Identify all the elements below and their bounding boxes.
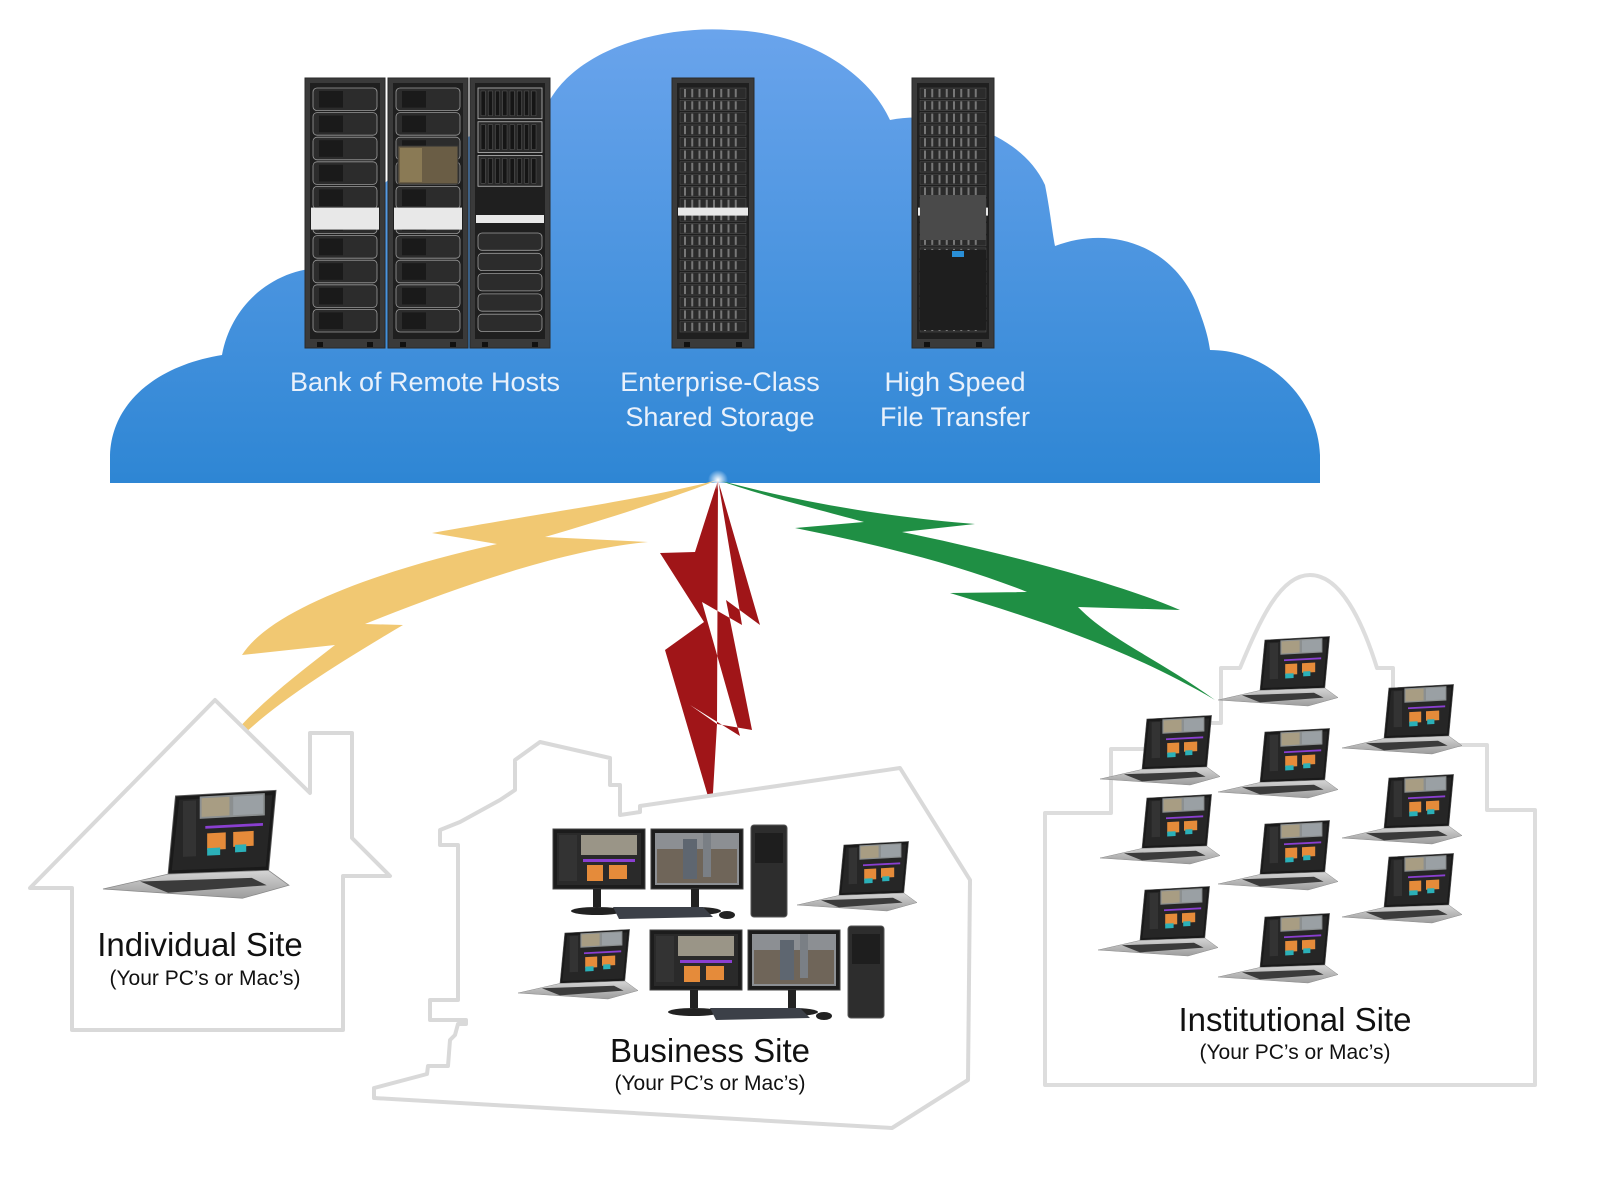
business-site-title: Business Site <box>610 1032 810 1069</box>
rack-status-screen-icon <box>952 251 964 257</box>
connection-individual <box>210 480 718 770</box>
individual-site-title: Individual Site <box>97 926 303 963</box>
server-rack-2 <box>387 77 469 349</box>
lightning-bolt-icon <box>718 480 1215 700</box>
server-rack-3 <box>469 77 551 349</box>
connection-business <box>660 480 760 810</box>
server-rack-1 <box>304 77 386 349</box>
lightning-bolt-icon <box>660 480 760 810</box>
label-shared-storage: Enterprise-Class Shared Storage <box>590 365 850 435</box>
label-file-transfer-line2: File Transfer <box>879 402 1031 432</box>
label-remote-hosts: Bank of Remote Hosts <box>270 365 580 400</box>
institutional-site-title: Institutional Site <box>1178 1001 1412 1038</box>
server-racks <box>304 77 995 349</box>
label-file-transfer: High Speed File Transfer <box>855 365 1055 435</box>
label-remote-hosts-text: Bank of Remote Hosts <box>289 367 561 397</box>
connection-institutional <box>718 480 1215 700</box>
label-shared-storage-line1: Enterprise-Class <box>620 367 820 397</box>
institutional-site-subtitle: (Your PC’s or Mac’s) <box>1199 1041 1391 1064</box>
business-site-subtitle: (Your PC’s or Mac’s) <box>614 1072 806 1095</box>
cloud-link-node-icon <box>708 470 728 490</box>
individual-site-subtitle: (Your PC’s or Mac’s) <box>109 967 301 990</box>
storage-rack <box>671 77 755 349</box>
lightning-bolt-icon <box>210 480 718 770</box>
label-file-transfer-line1: High Speed <box>884 367 1026 397</box>
label-shared-storage-line2: Shared Storage <box>625 402 815 432</box>
file-transfer-rack <box>911 77 995 349</box>
